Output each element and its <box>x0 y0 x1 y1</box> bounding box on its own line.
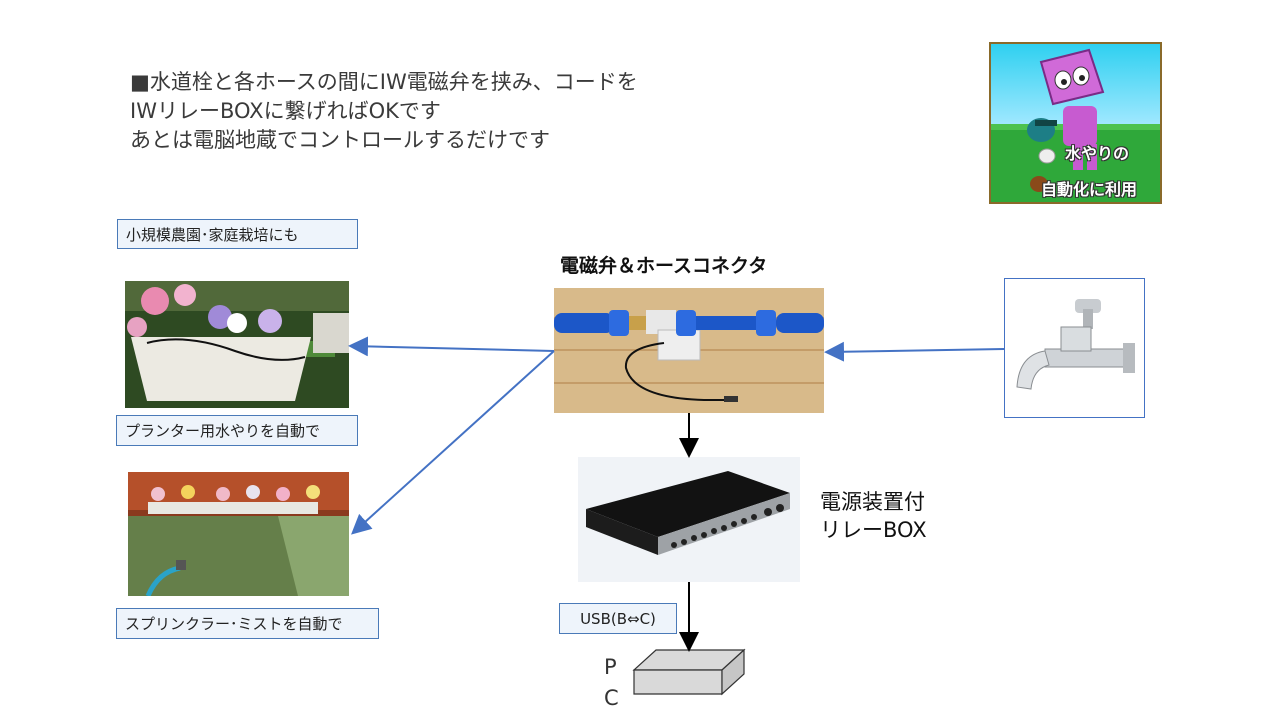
planter-label: プランター用水やりを自動で <box>116 415 358 446</box>
sprinkler-photo <box>128 472 349 596</box>
usb-cable-label-text: USB(B⇔C) <box>580 609 656 628</box>
valve-title: 電磁弁＆ホースコネクタ <box>560 255 768 277</box>
pc-box <box>632 648 746 696</box>
robot-illustration <box>991 44 1160 202</box>
planter-label-text: プランター用水やりを自動で <box>125 422 321 440</box>
arrow-valve-to-planter <box>348 336 555 357</box>
pc-letter-c: C <box>604 686 619 710</box>
intro-line-2: IWリレーBOXに繋げればOKです <box>130 99 441 123</box>
relay-label-line-2: リレーBOX <box>820 518 927 542</box>
relay-box-label: 電源装置付 リレーBOX <box>820 488 927 544</box>
badge-line-2: 自動化に利用 <box>1041 180 1138 199</box>
usb-cable-label: USB(B⇔C) <box>559 603 677 634</box>
relay-box-photo <box>578 457 800 582</box>
intro-line-3: あとは電脳地蔵でコントロールするだけです <box>130 128 550 152</box>
pc-letter-p: P <box>604 655 617 679</box>
relay-label-line-1: 電源装置付 <box>820 490 925 514</box>
solenoid-valve-photo <box>554 288 824 413</box>
arrow-faucet-to-valve <box>824 341 1005 362</box>
sprinkler-label: スプリンクラー･ミストを自動で <box>116 608 379 639</box>
planter-photo <box>125 281 349 408</box>
intro-text: ■水道栓と各ホースの間にIW電磁弁を挟み、コードを IWリレーBOXに繋げればO… <box>130 68 638 155</box>
arrow-valve-to-sprinkler <box>351 350 555 535</box>
faucet-photo <box>1004 278 1145 418</box>
badge-line-1: 水やりの <box>1065 144 1130 163</box>
small-farm-label: 小規模農園･家庭栽培にも <box>117 219 358 249</box>
watering-automation-badge: 水やりの 自動化に利用 <box>989 42 1162 204</box>
small-farm-label-text: 小規模農園･家庭栽培にも <box>126 225 299 244</box>
sprinkler-label-text: スプリンクラー･ミストを自動で <box>125 615 343 633</box>
intro-line-1: ■水道栓と各ホースの間にIW電磁弁を挟み、コードを <box>130 70 638 94</box>
